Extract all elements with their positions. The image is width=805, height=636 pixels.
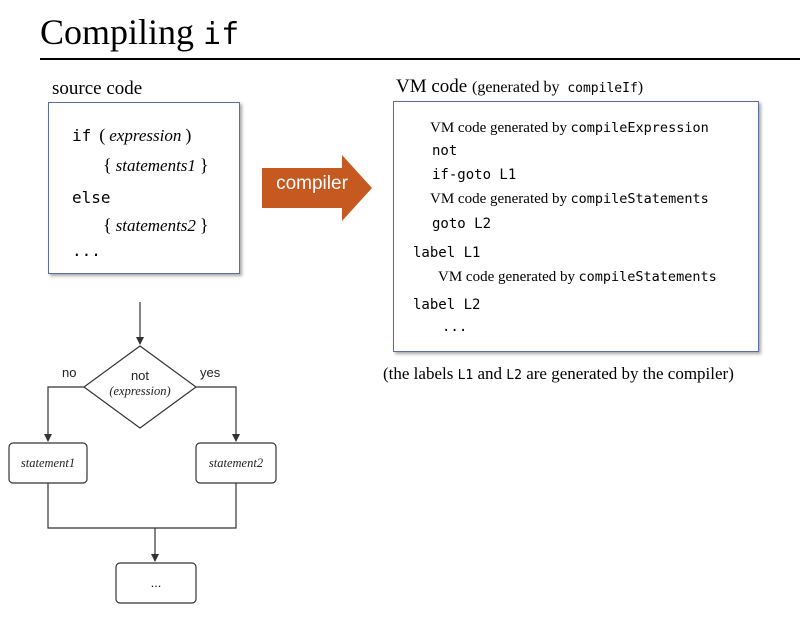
if-expression: expression [109,126,182,145]
vm-line-1: VM code generated by compileExpression [430,120,709,137]
source-code-heading: source code [52,78,143,99]
statements2-text: statements2 [115,216,196,235]
decision-diamond [82,345,198,429]
vm-line-9: ... [442,319,468,335]
yes-branch-arrow [196,386,240,442]
if-flowchart: not (expression) no yes statement1 state… [8,302,277,604]
note-l1: L1 [457,368,474,383]
merge-connector [47,483,237,529]
vm-line-6: label L1 [413,245,481,261]
vm-line-1-prefix: VM code generated by [430,120,568,136]
vm-line-7-code: compileStatements [578,269,717,285]
if-keyword: if [72,126,92,145]
vm-line-7-prefix: VM code generated by [438,269,576,285]
vm-heading-fn: compileIf [567,81,638,96]
vm-line-1-code: compileExpression [570,120,709,136]
vm-line-4-code: compileStatements [570,191,709,207]
st2-open-brace: { [103,215,112,235]
statement2-label: statement2 [209,456,263,470]
st1-close-brace: } [199,155,209,175]
vm-code-box: VM code generated by compileExpression n… [393,101,759,352]
vm-line-7: VM code generated by compileStatements [438,269,717,286]
note-pre: (the labels [383,364,454,383]
if-open-paren: ( [99,125,106,145]
no-branch-arrow [44,386,84,442]
src-line-statements1: { statements1 } [103,155,209,176]
statement1-label: statement1 [21,456,75,470]
src-line-statements2: { statements2 } [103,215,209,236]
end-box [115,562,197,604]
vm-line-8: label L2 [413,297,481,313]
vm-line-2: not [432,143,458,159]
end-box-label: ... [151,575,162,590]
decision-label-bottom: (expression) [109,384,170,398]
yes-label: yes [200,365,221,380]
st1-open-brace: { [103,155,112,175]
note-and: and [477,364,503,383]
compiler-label: compiler [276,173,348,194]
else-keyword: else [72,188,111,207]
title-text: Compiling [40,12,195,52]
decision-label-top: not [131,368,149,383]
source-code-box: if ( expression ) { statements1 } else {… [48,102,240,274]
no-label: no [62,365,76,380]
slide-title: Compiling if [40,12,239,55]
src-ellipsis: ... [72,241,101,260]
src-line-if: if ( expression ) [72,125,191,146]
note-l2: L2 [506,368,522,383]
note-post: are generated by the compiler) [526,364,734,383]
compiler-arrow [262,155,372,221]
vm-line-5: goto L2 [432,216,492,232]
st2-close-brace: } [199,215,209,235]
vm-line-4: VM code generated by compileStatements [430,191,709,208]
vm-line-3: if-goto L1 [432,167,517,183]
labels-note: (the labels L1 and L2 are generated by t… [383,364,734,384]
vm-line-4-prefix: VM code generated by [430,191,568,207]
arrow-shape [262,155,372,221]
title-code: if [203,17,240,52]
if-close-paren: ) [185,125,192,145]
vm-heading-close: ) [637,79,644,96]
title-divider [40,58,800,60]
statements1-text: statements1 [115,156,196,175]
vm-heading-text: VM code [396,76,468,97]
vm-code-heading: VM code (generated by compileIf) [396,76,643,98]
vm-heading-paren: (generated by [471,79,560,96]
